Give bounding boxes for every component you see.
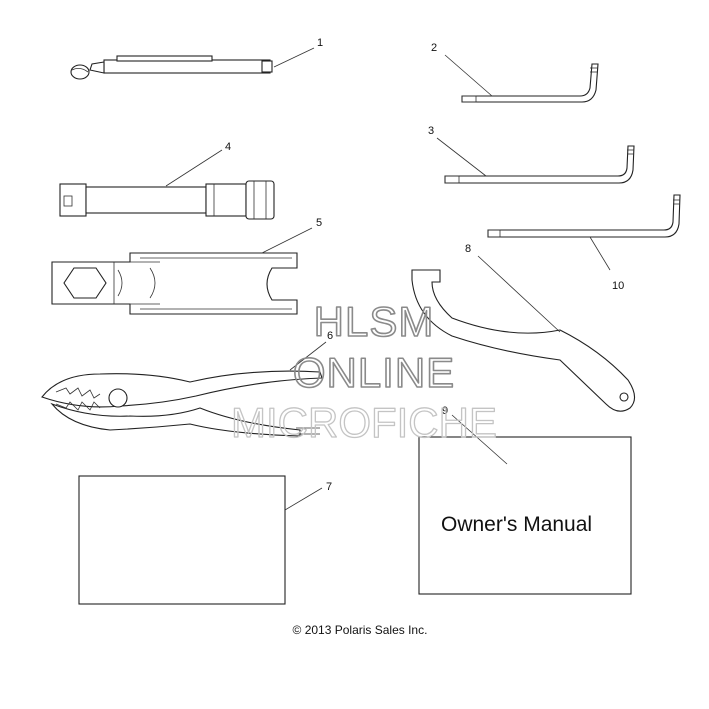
watermark-line-2: ONLINE [293, 349, 455, 396]
part-7-blank-card [78, 475, 286, 605]
watermark-line-3: MICROFICHE [231, 399, 497, 446]
copyright-notice: © 2013 Polaris Sales Inc. [293, 623, 428, 637]
callout-10: 10 [612, 280, 624, 292]
callout-3: 3 [428, 125, 434, 137]
leader-5 [261, 227, 313, 254]
leader-6 [289, 341, 327, 371]
part-6-pliers [41, 370, 323, 437]
leader-8 [477, 255, 561, 333]
leader-10 [589, 236, 611, 271]
owners-manual-title: Owner's Manual [441, 513, 592, 536]
part-3-hex-key [444, 145, 635, 184]
callout-2: 2 [431, 42, 437, 54]
part-4-socket-extension [59, 180, 275, 220]
leader-7 [284, 487, 323, 511]
leader-1 [273, 47, 315, 68]
leader-4 [165, 149, 223, 187]
callout-4: 4 [225, 141, 231, 153]
part-1-tool-tube [70, 55, 273, 80]
leader-3 [436, 137, 487, 177]
leader-9 [451, 414, 508, 465]
callout-9: 9 [442, 405, 448, 417]
part-9-owners-manual [418, 436, 632, 595]
watermark-line-1: HLSM [314, 298, 435, 345]
leader-2 [444, 54, 493, 97]
callout-7: 7 [326, 481, 332, 493]
part-2-hex-key [461, 63, 599, 103]
callout-5: 5 [316, 217, 322, 229]
callout-8: 8 [465, 243, 471, 255]
part-8-hook-spanner [411, 269, 636, 412]
part-10-hex-key [487, 194, 681, 238]
callout-1: 1 [317, 37, 323, 49]
callout-6: 6 [327, 330, 333, 342]
part-5-spanner [51, 252, 298, 315]
